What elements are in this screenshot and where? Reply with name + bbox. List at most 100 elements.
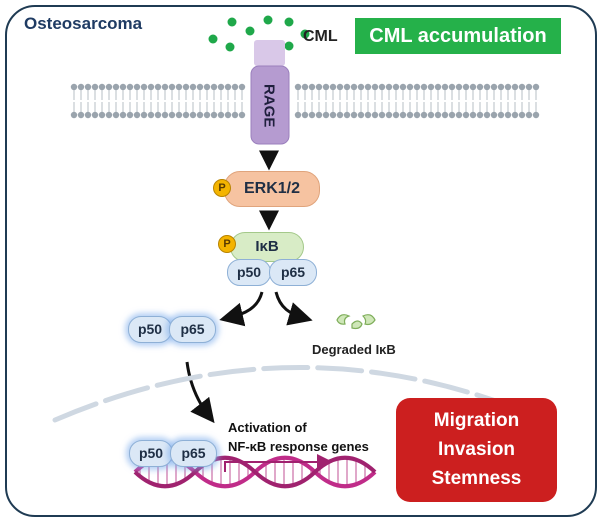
page-title: Osteosarcoma	[24, 14, 143, 33]
lipid-head	[518, 111, 526, 119]
lipid-head	[378, 83, 386, 91]
rage-extracellular-domain	[254, 40, 285, 66]
lipid-head	[364, 111, 372, 119]
cml-label: CML	[303, 28, 338, 45]
cml-dots	[208, 15, 310, 52]
lipid-head	[301, 111, 309, 119]
rage-receptor	[250, 65, 290, 145]
lipid-head	[238, 111, 246, 119]
lipid-head	[427, 111, 435, 119]
lipid-head	[308, 83, 316, 91]
lipid-head	[315, 111, 323, 119]
lipid-head	[161, 83, 169, 91]
ikb-node: IκB	[230, 232, 304, 262]
lipid-head	[490, 111, 498, 119]
lipid-head	[301, 83, 309, 91]
nuclear-envelope	[52, 365, 548, 423]
lipid-head	[434, 83, 442, 91]
lipid-head	[91, 83, 99, 91]
lipid-head	[476, 111, 484, 119]
lipid-head	[497, 111, 505, 119]
erk-label: ERK1/2	[243, 180, 301, 197]
lipid-head	[504, 111, 512, 119]
lipid-head	[532, 83, 540, 91]
p65-free: p65	[169, 316, 216, 343]
lipid-head	[406, 83, 414, 91]
lipid-head	[308, 111, 316, 119]
lipid-head	[217, 83, 225, 91]
lipid-head	[91, 111, 99, 119]
activation-line-2: NF-κB response genes	[228, 439, 369, 454]
lipid-head	[231, 83, 239, 91]
lipid-head	[469, 83, 477, 91]
lipid-head	[126, 83, 134, 91]
lipid-head	[238, 83, 246, 91]
lipid-head	[161, 111, 169, 119]
lipid-head	[336, 83, 344, 91]
lipid-head	[203, 111, 211, 119]
lipid-head	[525, 83, 533, 91]
lipid-head	[154, 111, 162, 119]
lipid-head	[504, 83, 512, 91]
lipid-head	[490, 83, 498, 91]
lipid-head	[119, 111, 127, 119]
lipid-head	[322, 83, 330, 91]
lipid-head	[182, 83, 190, 91]
lipid-head	[231, 111, 239, 119]
lipid-head	[420, 111, 428, 119]
lipid-head	[476, 83, 484, 91]
lipid-head	[329, 111, 337, 119]
lipid-head	[126, 111, 134, 119]
lipid-head	[294, 83, 302, 91]
lipid-head	[112, 83, 120, 91]
lipid-head	[224, 83, 232, 91]
lipid-head	[469, 111, 477, 119]
p65-bound: p65	[269, 259, 317, 286]
lipid-head	[175, 83, 183, 91]
lipid-head	[462, 111, 470, 119]
lipid-head	[441, 83, 449, 91]
outcome-stemness: Stemness	[431, 468, 522, 489]
lipid-head	[98, 111, 106, 119]
ikb-phospho-icon: P	[218, 235, 236, 253]
lipid-head	[399, 111, 407, 119]
lipid-head	[140, 83, 148, 91]
lipid-head	[399, 83, 407, 91]
cml-accumulation-badge: CML accumulation	[355, 18, 561, 54]
lipid-head	[98, 83, 106, 91]
lipid-head	[217, 111, 225, 119]
lipid-head	[441, 111, 449, 119]
ikb-label: IκB	[255, 238, 279, 255]
lipid-head	[196, 83, 204, 91]
lipid-head	[343, 83, 351, 91]
lipid-head	[483, 111, 491, 119]
outcome-invasion: Invasion	[437, 439, 516, 460]
lipid-head	[511, 111, 519, 119]
arrow-nuclear-translocation	[185, 361, 215, 424]
lipid-head	[147, 111, 155, 119]
lipid-head	[413, 111, 421, 119]
lipid-head	[140, 111, 148, 119]
lipid-head	[196, 111, 204, 119]
lipid-head	[329, 83, 337, 91]
lipid-head	[518, 83, 526, 91]
lipid-head	[84, 111, 92, 119]
lipid-head	[420, 83, 428, 91]
p50-nuclear: p50	[129, 440, 173, 467]
lipid-head	[525, 111, 533, 119]
lipid-head	[378, 111, 386, 119]
lipid-head	[343, 111, 351, 119]
lipid-head	[357, 83, 365, 91]
lipid-head	[455, 83, 463, 91]
lipid-head	[350, 111, 358, 119]
lipid-head	[210, 83, 218, 91]
lipid-head	[119, 83, 127, 91]
lipid-head	[371, 111, 379, 119]
lipid-head	[371, 83, 379, 91]
p50-bound: p50	[227, 259, 271, 286]
lipid-head	[511, 83, 519, 91]
outcome-migration: Migration	[433, 410, 520, 431]
lipid-head	[455, 111, 463, 119]
lipid-head	[224, 111, 232, 119]
lipid-head	[532, 111, 540, 119]
